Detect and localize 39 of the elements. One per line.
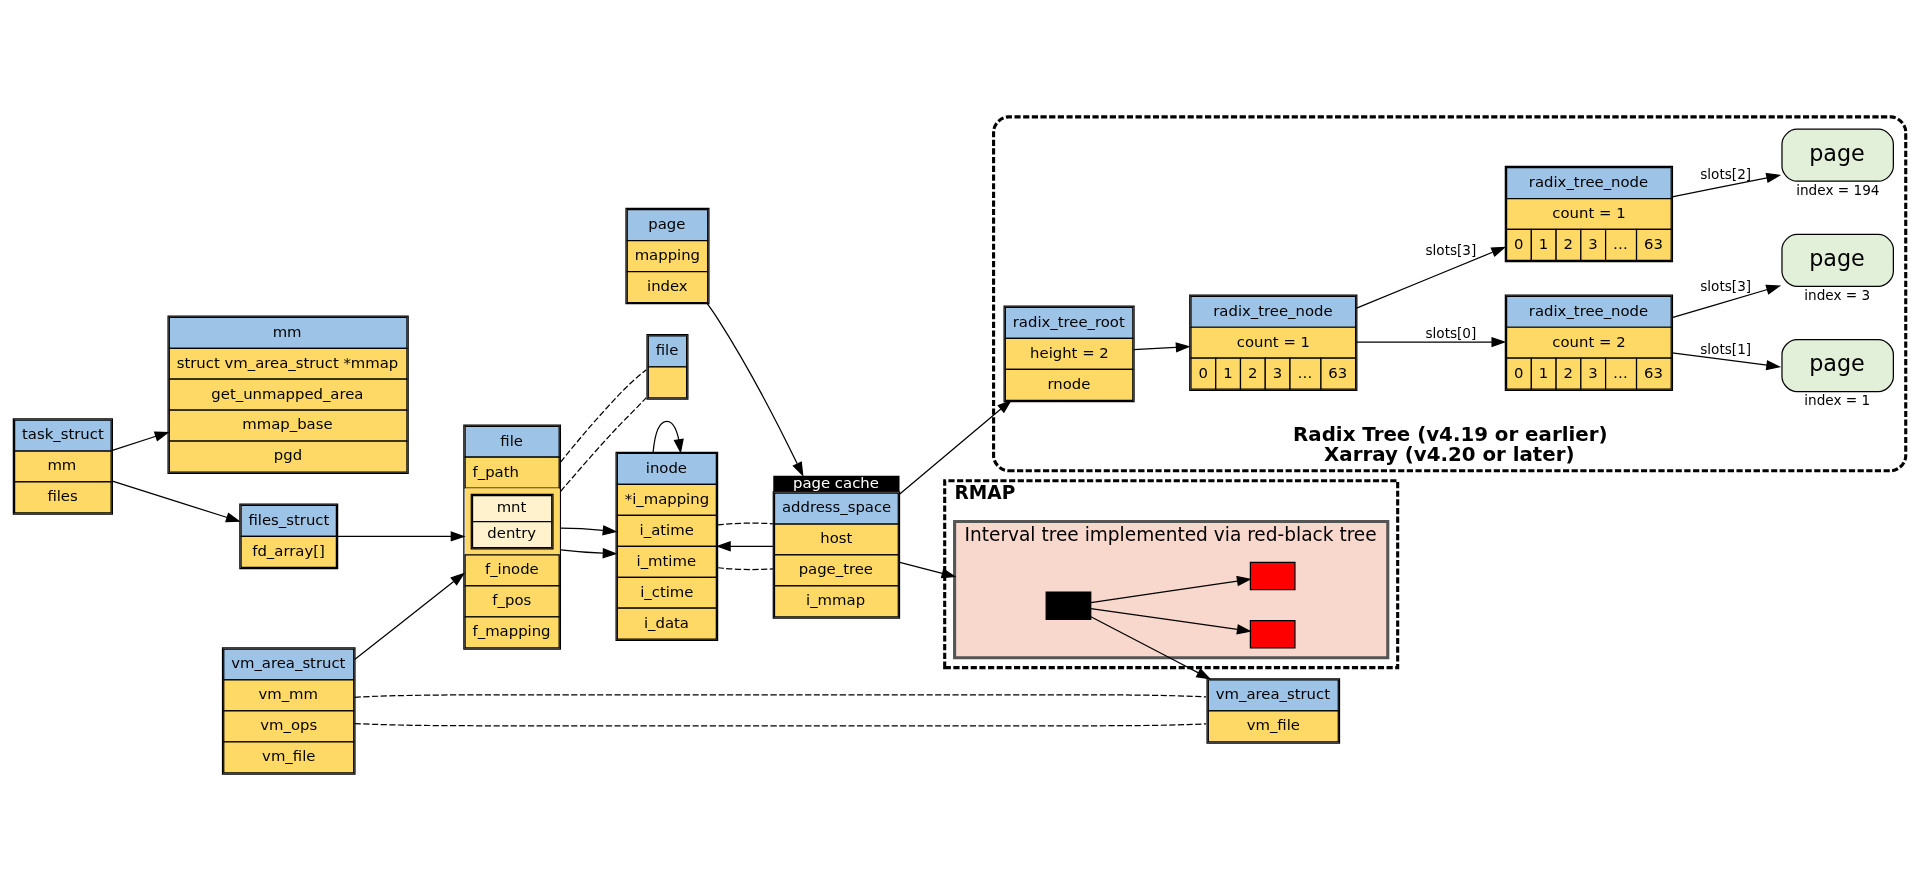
node-label: page cache — [793, 473, 879, 492]
edge-label: slots[3] — [1700, 278, 1752, 295]
connector — [717, 522, 774, 526]
arrow — [336, 531, 466, 542]
connector — [560, 397, 647, 492]
arrow — [1090, 608, 1252, 635]
arrow — [1355, 336, 1507, 348]
arrow — [560, 548, 618, 559]
node-box — [1045, 591, 1092, 620]
edge-label: slots[0] — [1425, 325, 1477, 342]
arrow — [354, 572, 466, 661]
arrow — [1090, 616, 1212, 680]
edge-label: slots[2] — [1700, 165, 1752, 182]
edge-label: slots[1] — [1700, 341, 1752, 358]
arrow — [899, 399, 1012, 495]
arrow — [715, 541, 774, 552]
arrow — [652, 420, 684, 454]
node-box — [1249, 561, 1296, 591]
node-label: index = 1 — [1804, 391, 1871, 408]
connector — [354, 722, 1207, 727]
arrow — [560, 525, 618, 536]
arrow — [1671, 284, 1782, 319]
edge-label: slots[3] — [1425, 242, 1477, 259]
arrow — [1355, 246, 1507, 309]
node-label: index = 194 — [1796, 181, 1880, 198]
connector — [354, 694, 1207, 698]
arrow — [1132, 342, 1191, 353]
arrow — [706, 302, 804, 477]
arrow — [111, 431, 170, 451]
node-label: index = 3 — [1804, 286, 1871, 303]
arrow — [1090, 575, 1252, 604]
arrow — [111, 480, 241, 523]
connector — [717, 567, 774, 571]
connector — [560, 369, 647, 463]
cluster: Interval tree implemented via red-black tree — [953, 520, 1390, 660]
node-box — [1249, 619, 1296, 649]
arrow — [899, 561, 957, 579]
arrow — [1671, 352, 1782, 371]
arrow — [1671, 172, 1782, 198]
